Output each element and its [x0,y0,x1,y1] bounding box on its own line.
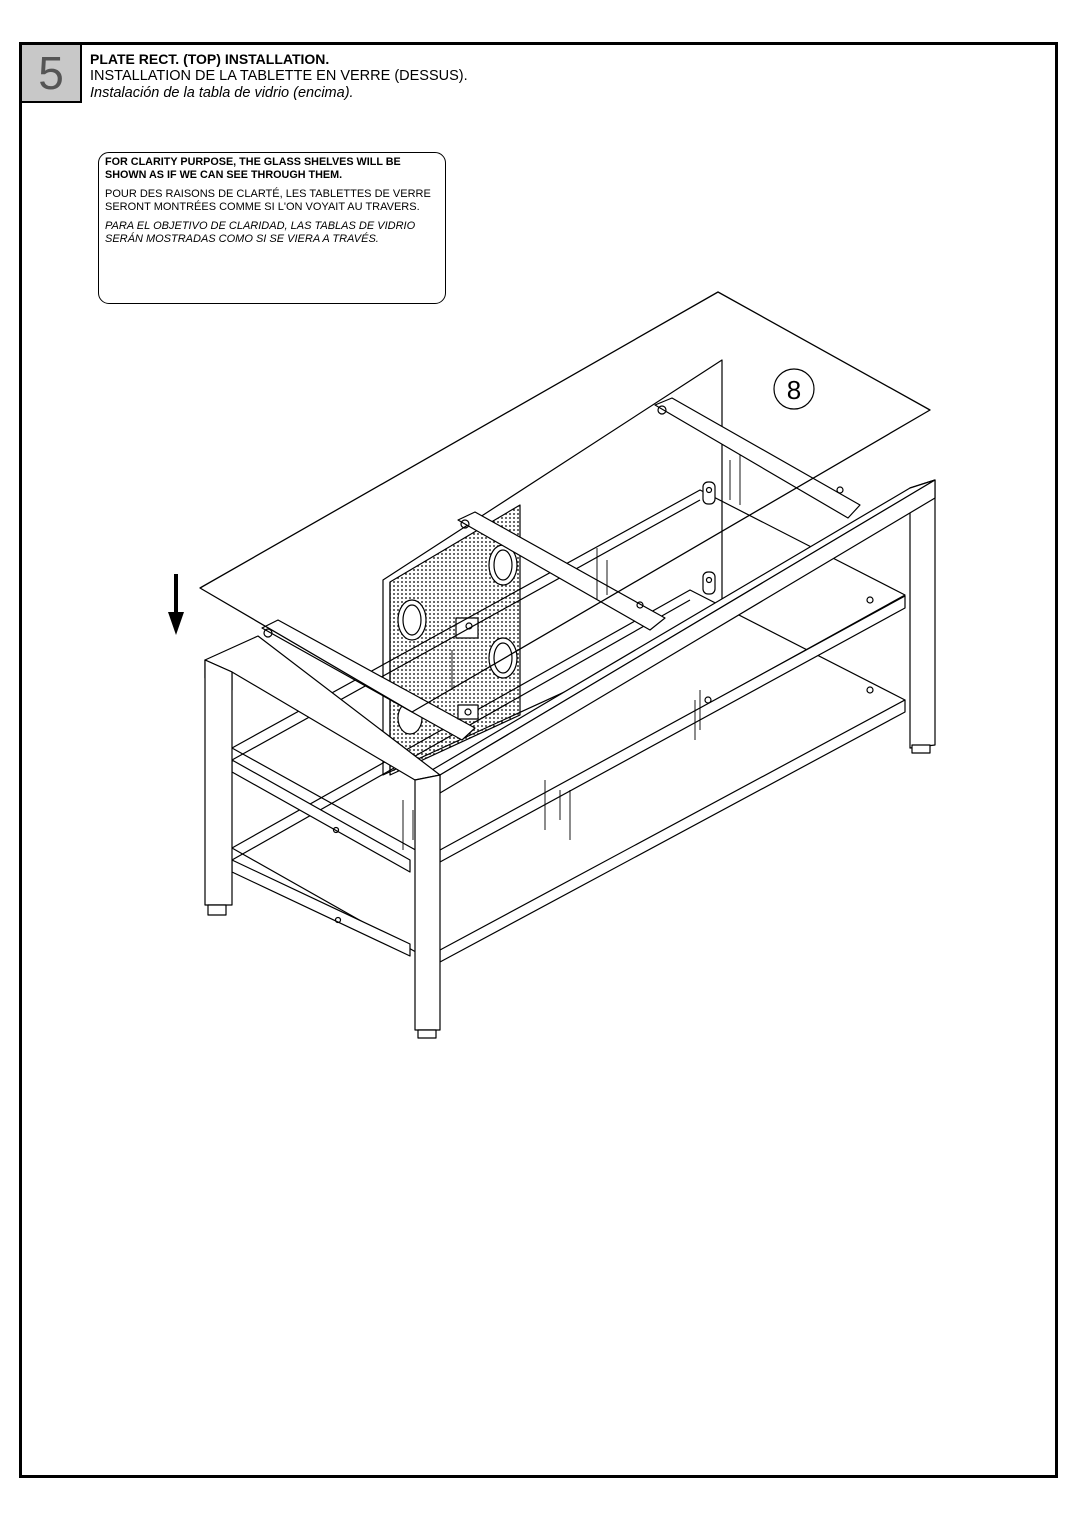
step-titles: PLATE RECT. (TOP) INSTALLATION. INSTALLA… [90,51,468,102]
note-french: POUR DES RAISONS DE CLARTÉ, LES TABLETTE… [105,188,431,213]
step-number: 5 [38,47,64,99]
note-english: FOR CLARITY PURPOSE, THE GLASS SHELVES W… [105,156,401,181]
front-center-leg [414,774,441,1039]
clarity-note-box: FOR CLARITY PURPOSE, THE GLASS SHELVES W… [98,152,446,304]
page-frame [19,42,1058,1478]
title-french: INSTALLATION DE LA TABLETTE EN VERRE (DE… [90,68,468,84]
top-glass-plate [199,291,931,713]
right-back-leg [909,479,936,754]
title-english: PLATE RECT. (TOP) INSTALLATION. [90,51,330,67]
note-spanish: PARA EL OBJETIVO DE CLARIDAD, LAS TABLAS… [105,220,416,245]
down-arrow-icon [168,574,184,635]
title-spanish: Instalación de la tabla de vidrio (encim… [90,85,354,101]
step-number-badge: 5 [22,45,82,103]
part-number-text: 8 [787,375,801,405]
part-8-label: 8 [773,368,815,410]
left-front-leg [204,659,233,916]
glass-reflection-lines [402,455,741,850]
front-rails [231,595,906,963]
support-brackets [261,397,861,741]
